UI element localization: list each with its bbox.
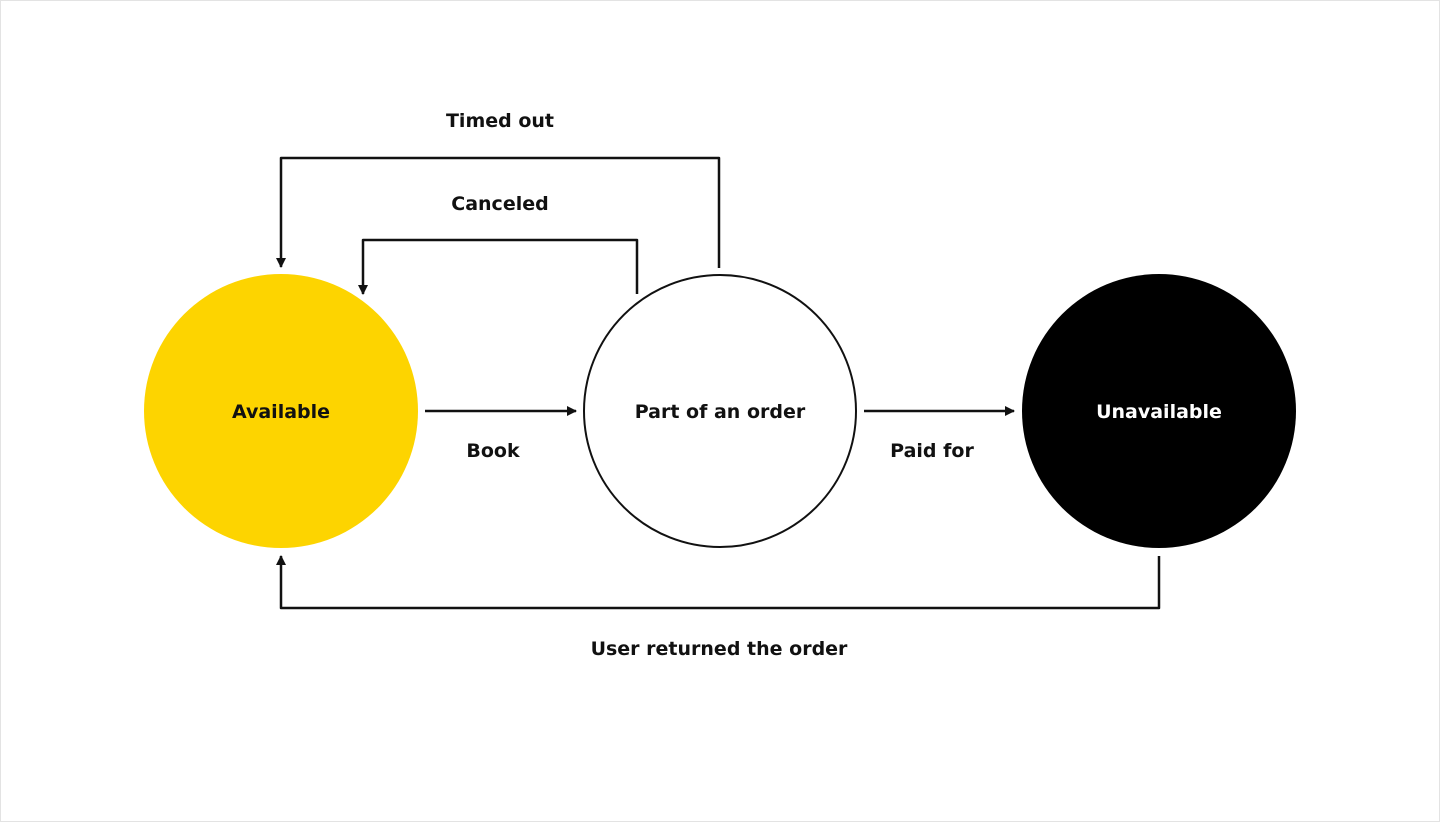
state-available	[144, 274, 418, 548]
state-part-of-order-label: Part of an order	[635, 401, 806, 423]
label-canceled: Canceled	[451, 193, 548, 215]
state-unavailable-label: Unavailable	[1096, 401, 1222, 423]
state-unavailable	[1022, 274, 1296, 548]
arrow-timed-out	[276, 156, 721, 268]
label-book: Book	[466, 440, 520, 462]
state-available-label: Available	[232, 401, 330, 423]
arrow-canceled	[358, 238, 639, 295]
state-part-of-order	[583, 274, 857, 548]
label-timed-out: Timed out	[446, 110, 554, 132]
arrow-returned	[276, 555, 1161, 610]
label-paid-for: Paid for	[890, 440, 974, 462]
label-returned: User returned the order	[591, 638, 848, 660]
